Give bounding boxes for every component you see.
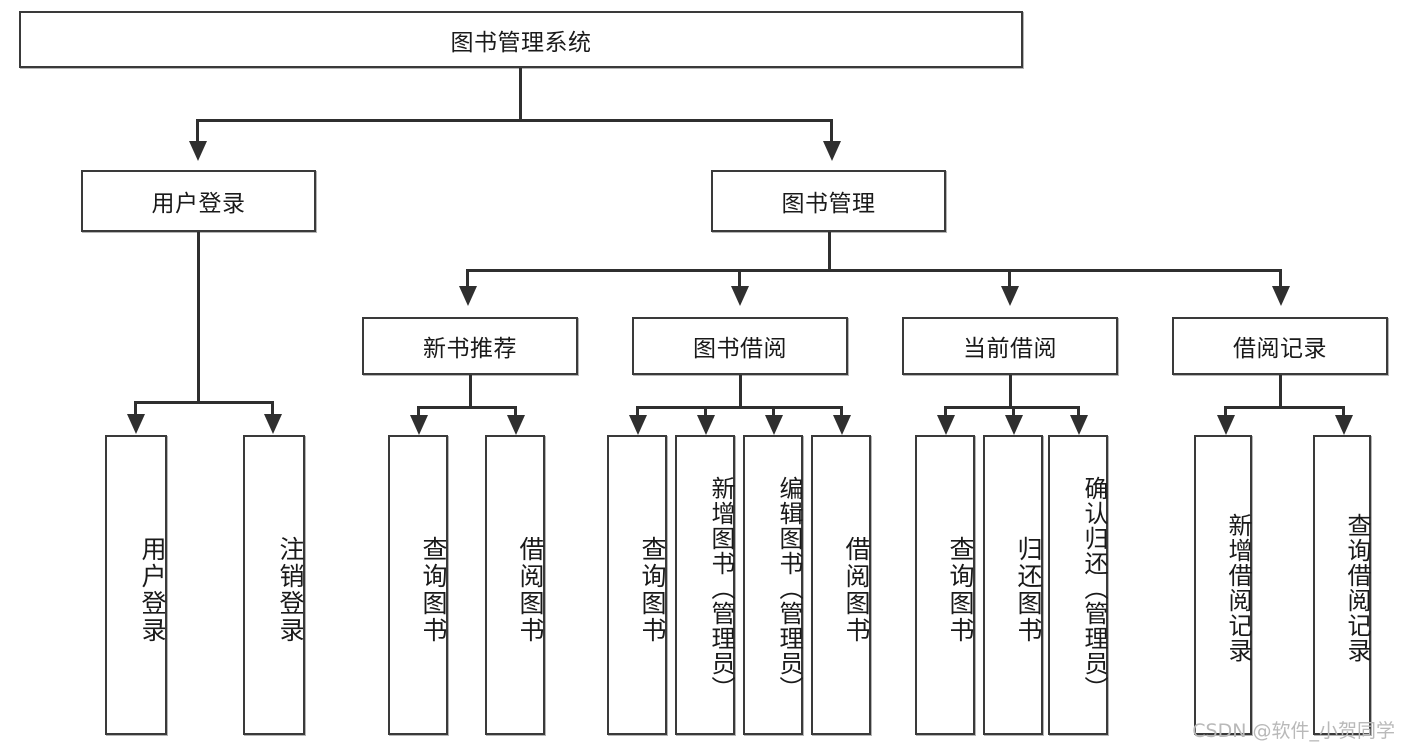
leaf-book-borrow-edit[interactable]: 编辑图书（管理员） bbox=[743, 435, 803, 735]
connector-new-book-stem bbox=[469, 375, 472, 407]
connector-current-borrow-bus bbox=[944, 406, 1078, 409]
node-label: 确认归还（管理员） bbox=[1080, 475, 1108, 701]
leaf-book-borrow-add[interactable]: 新增图书（管理员） bbox=[675, 435, 735, 735]
connector-borrow-record-stem bbox=[1279, 375, 1282, 407]
connector-book-borrow-bus bbox=[636, 406, 840, 409]
connector-user-login-drop-1 bbox=[134, 401, 137, 417]
connector-book-mgmt-drop-3 bbox=[1008, 269, 1011, 288]
leaf-new-book-borrow[interactable]: 借阅图书 bbox=[485, 435, 545, 735]
connector-borrow-record-drop-1 bbox=[1224, 406, 1227, 418]
node-book-management[interactable]: 图书管理 bbox=[711, 170, 946, 232]
arrowhead-root-to-user-login bbox=[189, 141, 207, 161]
node-current-borrow[interactable]: 当前借阅 bbox=[902, 317, 1118, 375]
leaf-book-borrow-borrow[interactable]: 借阅图书 bbox=[811, 435, 871, 735]
connector-book-mgmt-bus bbox=[466, 269, 1282, 272]
node-label: 编辑图书（管理员） bbox=[775, 475, 803, 701]
node-label: 查询借阅记录 bbox=[1343, 513, 1371, 663]
arrowhead-book-borrow-leaf-1 bbox=[629, 415, 647, 435]
leaf-new-book-query[interactable]: 查询图书 bbox=[388, 435, 448, 735]
node-label: 注销登录 bbox=[276, 536, 305, 644]
node-book-borrow[interactable]: 图书借阅 bbox=[632, 317, 848, 375]
node-user-login[interactable]: 用户登录 bbox=[81, 170, 316, 232]
node-label: 查询图书 bbox=[946, 536, 975, 644]
leaf-current-borrow-query[interactable]: 查询图书 bbox=[915, 435, 975, 735]
connector-book-borrow-drop-3 bbox=[772, 406, 775, 418]
connector-book-mgmt-drop-2 bbox=[738, 269, 741, 288]
node-label: 查询图书 bbox=[638, 536, 667, 644]
leaf-user-login-login[interactable]: 用户登录 bbox=[105, 435, 167, 735]
arrowhead-book-borrow-leaf-3 bbox=[765, 415, 783, 435]
node-label: 新增借阅记录 bbox=[1224, 513, 1252, 663]
arrowhead-book-borrow-leaf-4 bbox=[833, 415, 851, 435]
node-label: 图书管理系统 bbox=[450, 29, 592, 56]
arrowhead-book-borrow-leaf-2 bbox=[697, 415, 715, 435]
connector-root-to-book-mgmt bbox=[830, 119, 833, 143]
node-label: 用户登录 bbox=[138, 536, 167, 644]
csdn-watermark: CSDN @软件_小贺同学 bbox=[1192, 720, 1395, 742]
connector-borrow-record-drop-2 bbox=[1342, 406, 1345, 418]
node-new-book-recommend[interactable]: 新书推荐 bbox=[362, 317, 578, 375]
connector-current-borrow-drop-2 bbox=[1012, 406, 1015, 418]
arrowhead-level2-borrow-record bbox=[1272, 286, 1290, 306]
leaf-user-login-logout[interactable]: 注销登录 bbox=[243, 435, 305, 735]
arrowhead-user-login-leaf-1 bbox=[127, 414, 145, 434]
arrowhead-current-borrow-leaf-2 bbox=[1005, 415, 1023, 435]
connector-user-login-stem bbox=[197, 232, 200, 402]
arrowhead-borrow-record-leaf-1 bbox=[1217, 415, 1235, 435]
connector-new-book-drop-1 bbox=[417, 406, 420, 418]
node-label: 图书管理 bbox=[781, 191, 876, 217]
node-label: 当前借阅 bbox=[963, 336, 1057, 362]
node-label: 图书借阅 bbox=[693, 336, 787, 362]
leaf-current-borrow-return[interactable]: 归还图书 bbox=[983, 435, 1043, 735]
connector-book-borrow-stem bbox=[739, 375, 742, 407]
connector-book-mgmt-drop-4 bbox=[1279, 269, 1282, 288]
node-label: 新书推荐 bbox=[423, 336, 517, 362]
node-borrow-record[interactable]: 借阅记录 bbox=[1172, 317, 1388, 375]
connector-root-to-user-login bbox=[196, 119, 199, 143]
connector-root-stem bbox=[519, 68, 522, 120]
node-label: 借阅图书 bbox=[516, 536, 545, 644]
connector-current-borrow-drop-1 bbox=[944, 406, 947, 418]
connector-new-book-bus bbox=[417, 406, 516, 409]
connector-book-borrow-drop-4 bbox=[840, 406, 843, 418]
arrowhead-current-borrow-leaf-1 bbox=[937, 415, 955, 435]
connector-book-mgmt-drop-1 bbox=[466, 269, 469, 288]
node-label: 新增图书（管理员） bbox=[707, 475, 735, 701]
node-label: 查询图书 bbox=[419, 536, 448, 644]
arrowhead-new-book-leaf-1 bbox=[410, 415, 428, 435]
arrowhead-level2-new-book bbox=[459, 286, 477, 306]
arrowhead-root-to-book-mgmt bbox=[823, 141, 841, 161]
node-label: 归还图书 bbox=[1014, 536, 1043, 644]
connector-book-borrow-drop-1 bbox=[636, 406, 639, 418]
leaf-current-borrow-confirm-return[interactable]: 确认归还（管理员） bbox=[1048, 435, 1108, 735]
connector-user-login-drop-2 bbox=[271, 401, 274, 417]
leaf-borrow-record-query[interactable]: 查询借阅记录 bbox=[1313, 435, 1371, 735]
connector-user-login-bus bbox=[134, 401, 274, 404]
leaf-borrow-record-add[interactable]: 新增借阅记录 bbox=[1194, 435, 1252, 735]
arrowhead-user-login-leaf-2 bbox=[264, 414, 282, 434]
arrowhead-current-borrow-leaf-3 bbox=[1070, 415, 1088, 435]
node-label: 借阅记录 bbox=[1233, 336, 1327, 362]
arrowhead-new-book-leaf-2 bbox=[507, 415, 525, 435]
connector-book-mgmt-stem bbox=[828, 232, 831, 270]
arrowhead-level2-book-borrow bbox=[731, 286, 749, 306]
node-label: 用户登录 bbox=[151, 191, 246, 217]
node-label: 借阅图书 bbox=[842, 536, 871, 644]
connector-book-borrow-drop-2 bbox=[704, 406, 707, 418]
connector-borrow-record-bus bbox=[1224, 406, 1345, 409]
arrowhead-borrow-record-leaf-2 bbox=[1335, 415, 1353, 435]
connector-new-book-drop-2 bbox=[514, 406, 517, 418]
connector-root-bus bbox=[196, 119, 833, 122]
node-root-system[interactable]: 图书管理系统 bbox=[19, 11, 1023, 68]
leaf-book-borrow-query[interactable]: 查询图书 bbox=[607, 435, 667, 735]
connector-current-borrow-drop-3 bbox=[1077, 406, 1080, 418]
arrowhead-level2-current-borrow bbox=[1001, 286, 1019, 306]
connector-current-borrow-stem bbox=[1009, 375, 1012, 407]
